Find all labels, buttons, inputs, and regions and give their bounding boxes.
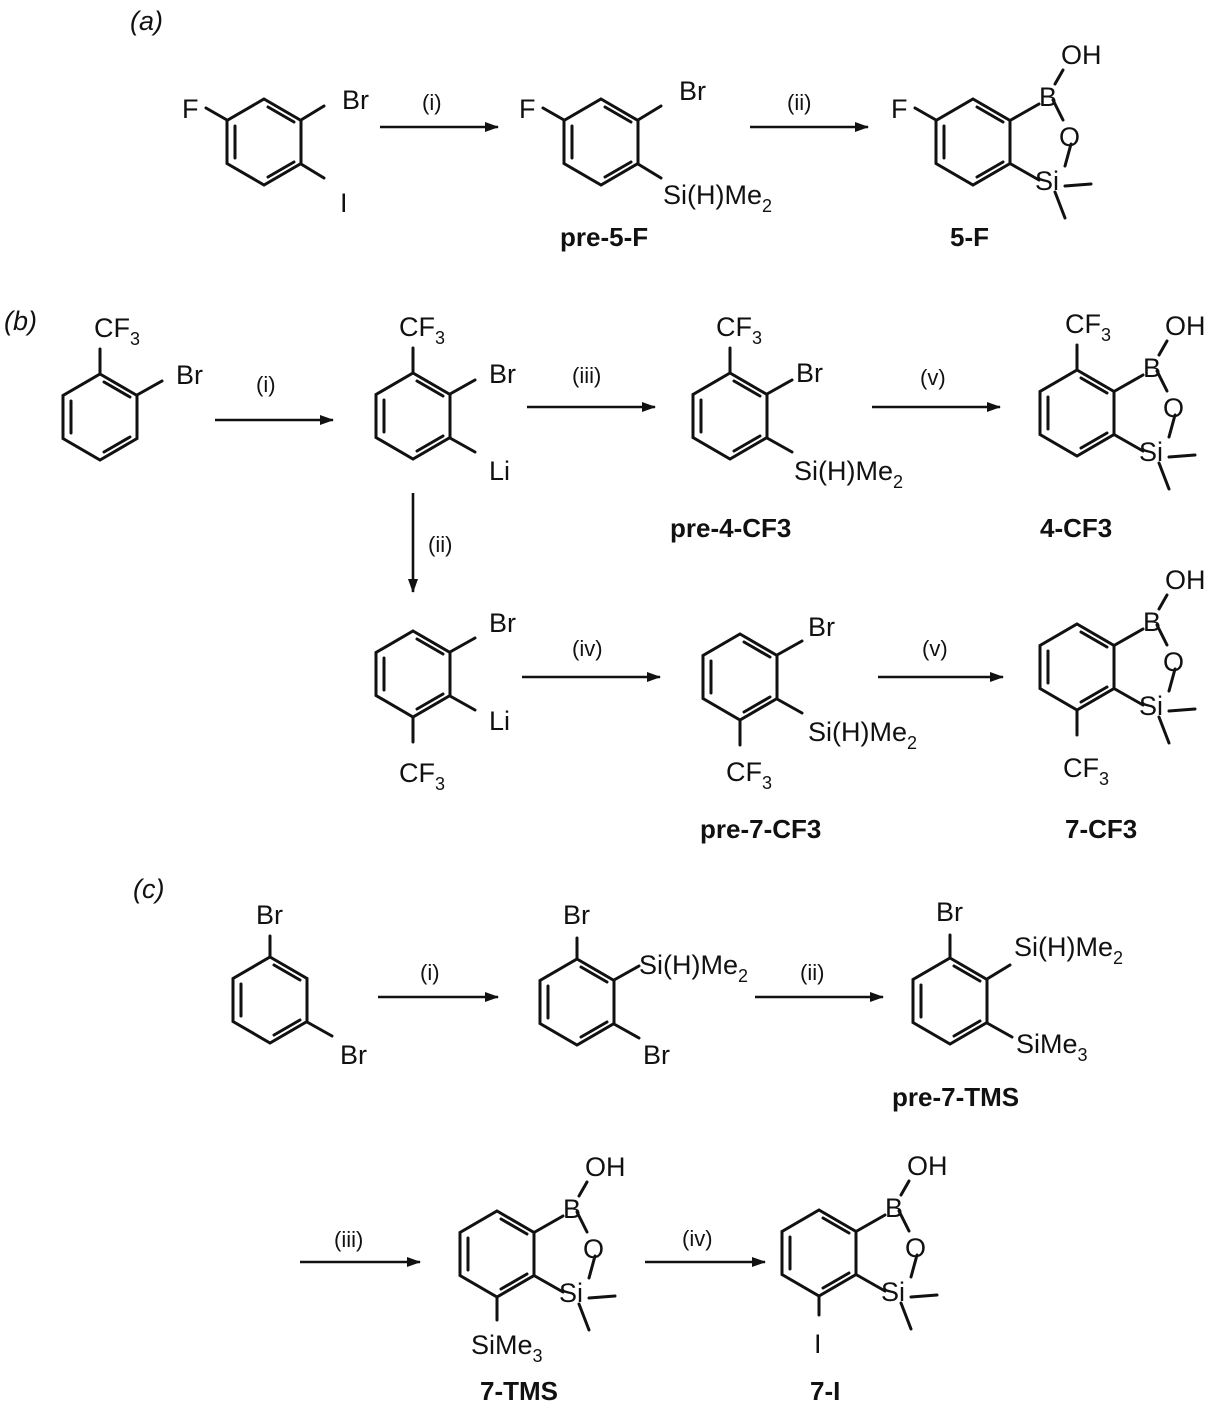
compound-pre-7-CF3: pre-7-CF3 — [700, 814, 821, 844]
atom-cf3: CF3 — [94, 313, 140, 349]
a-arrow-ii: (ii) — [750, 90, 869, 132]
b-step-iv: (iv) — [572, 636, 603, 661]
atom-cf3: CF3 — [399, 312, 445, 348]
atom-cf3: CF3 — [1063, 753, 1109, 789]
c-7-I: I — [780, 1149, 949, 1359]
atom-br: Br — [796, 358, 823, 388]
part-c: (c) Br Br (i) Br Si(H)Me2 Br (ii) — [133, 874, 1123, 1406]
b-7-CF3: CF3 — [1038, 563, 1207, 789]
b-starting-material: CF3 Br — [61, 313, 203, 462]
b-step-ii: (ii) — [428, 532, 452, 557]
compound-5-F: 5-F — [950, 222, 989, 252]
atom-br: Br — [256, 900, 283, 930]
atom-si-h-me2: Si(H)Me2 — [639, 950, 748, 986]
atom-i: I — [340, 188, 348, 218]
part-c-label: (c) — [133, 874, 164, 904]
atom-br: Br — [936, 897, 963, 927]
atom-br: Br — [340, 1040, 367, 1070]
atom-f: F — [182, 94, 199, 124]
a-step-i: (i) — [422, 90, 442, 115]
atom-br: Br — [489, 608, 516, 638]
b-arrow-v-top: (v) — [872, 365, 1001, 412]
c-arrow-iv: (iv) — [645, 1226, 766, 1267]
atom-sime3: SiMe3 — [1016, 1029, 1088, 1065]
atom-cf3: CF3 — [1065, 309, 1111, 345]
atom-br: Br — [679, 76, 706, 106]
atom-br: Br — [808, 612, 835, 642]
c-arrow-ii: (ii) — [755, 960, 884, 1002]
atom-li: Li — [489, 456, 510, 486]
c-step-iii: (iii) — [334, 1227, 363, 1252]
compound-pre-4-CF3: pre-4-CF3 — [670, 513, 791, 543]
c-starting-material: Br Br — [231, 900, 367, 1070]
atom-cf3: CF3 — [726, 757, 772, 793]
a-5-F: F — [891, 38, 1103, 220]
c-pre-7-TMS: Br Si(H)Me2 SiMe3 — [911, 897, 1123, 1065]
part-b-label: (b) — [4, 306, 37, 336]
a-starting-material: F Br I — [182, 85, 369, 218]
b-4-CF3: CF3 — [1038, 309, 1207, 491]
b-step-v-top: (v) — [920, 365, 946, 390]
compound-pre-7-TMS: pre-7-TMS — [892, 1082, 1019, 1112]
part-b: (b) CF3 Br (i) CF3 Br Li (iii) — [4, 306, 1207, 844]
b-arrow-iv: (iv) — [522, 636, 661, 682]
atom-br: Br — [342, 85, 369, 115]
c-7-TMS: SiMe3 — [458, 1150, 627, 1366]
compound-7-I: 7-I — [810, 1376, 840, 1406]
atom-cf3: CF3 — [716, 312, 762, 348]
c-step-ii: (ii) — [800, 960, 824, 985]
compound-7-CF3: 7-CF3 — [1065, 814, 1137, 844]
b-arrow-i: (i) — [215, 372, 334, 425]
compound-4-CF3: 4-CF3 — [1040, 513, 1112, 543]
compound-pre-5-F: pre-5-F — [560, 222, 648, 252]
atom-f: F — [519, 94, 536, 124]
part-a: (a) F Br I (i) F Br Si(H)Me2 pre-5-F — [130, 6, 1103, 252]
atom-si-h-me2: Si(H)Me2 — [794, 456, 903, 492]
b-step-i: (i) — [256, 372, 276, 397]
atom-li: Li — [489, 706, 510, 736]
atom-br: Br — [563, 900, 590, 930]
atom-f: F — [891, 94, 908, 124]
b-lithiated-intermediate: CF3 Br Li — [374, 312, 516, 486]
atom-i: I — [814, 1329, 822, 1359]
atom-cf3: CF3 — [399, 758, 445, 794]
b-arrow-v-bottom: (v) — [878, 636, 1004, 682]
b-arrow-iii: (iii) — [527, 363, 656, 412]
a-pre-5-F: F Br Si(H)Me2 — [519, 76, 772, 216]
atom-si-h-me2: Si(H)Me2 — [808, 717, 917, 753]
b-rearranged-intermediate: Br Li CF3 — [374, 608, 516, 794]
b-step-v-bottom: (v) — [922, 636, 948, 661]
atom-br: Br — [176, 360, 203, 390]
c-step-iv: (iv) — [682, 1226, 713, 1251]
b-arrow-ii: (ii) — [408, 493, 452, 593]
a-arrow-i: (i) — [380, 90, 499, 132]
compound-7-TMS: 7-TMS — [480, 1376, 558, 1406]
b-step-iii: (iii) — [572, 363, 601, 388]
part-a-label: (a) — [130, 6, 163, 36]
atom-br: Br — [643, 1040, 670, 1070]
c-arrow-i: (i) — [378, 960, 499, 1002]
c-step-i: (i) — [420, 960, 440, 985]
b-pre-4-CF3: CF3 Br Si(H)Me2 — [691, 312, 903, 492]
atom-si-h-me2: Si(H)Me2 — [663, 180, 772, 216]
b-pre-7-CF3: Br Si(H)Me2 CF3 — [701, 612, 917, 793]
a-step-ii: (ii) — [787, 90, 811, 115]
atom-br: Br — [489, 359, 516, 389]
atom-sime3: SiMe3 — [471, 1330, 543, 1366]
c-silyl-intermediate: Br Si(H)Me2 Br — [538, 900, 748, 1070]
atom-si-h-me2: Si(H)Me2 — [1014, 932, 1123, 968]
c-arrow-iii: (iii) — [300, 1227, 421, 1267]
